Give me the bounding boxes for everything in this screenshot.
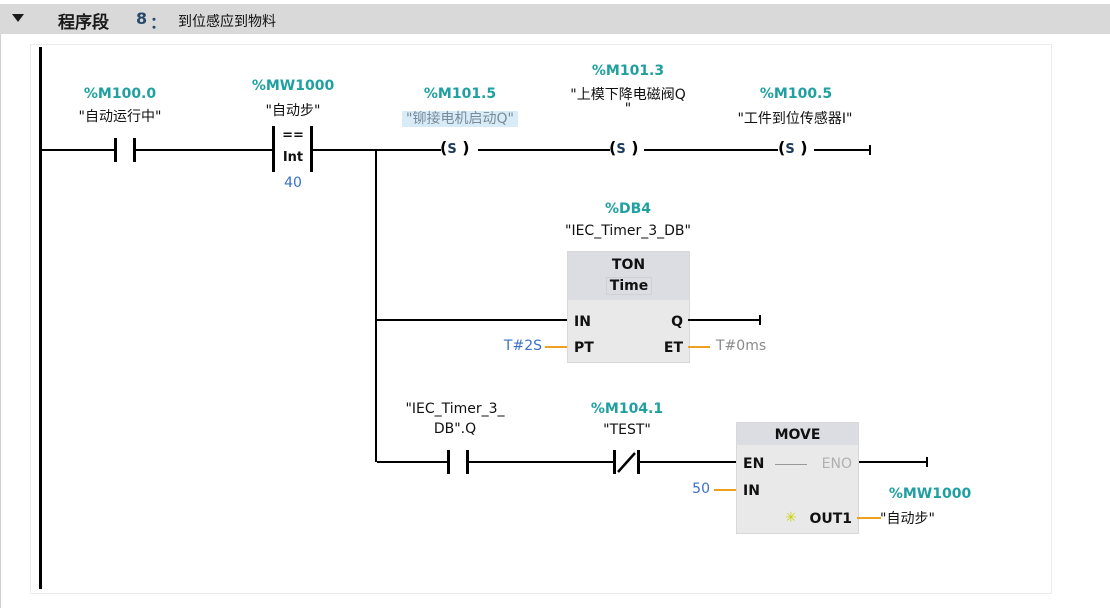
contact-no-symbol-cont: DB".Q <box>433 421 477 437</box>
timer-et-value[interactable]: T#0ms <box>716 338 767 354</box>
coil2-address: %M101.3 <box>591 63 665 79</box>
rung-end <box>926 457 928 467</box>
contact1-symbol: "自动运行中" <box>78 109 162 125</box>
nc-contact-icon[interactable] <box>613 450 641 474</box>
move-pin-eno: ENO <box>821 456 852 472</box>
in-wire <box>714 489 736 491</box>
move-title: MOVE <box>774 427 821 443</box>
no-contact-icon[interactable] <box>114 138 136 162</box>
coil1-symbol: "铆接电机启动Q" <box>380 108 540 128</box>
timer-type: TON <box>611 257 646 273</box>
wire <box>688 319 760 321</box>
collapse-triangle-icon[interactable] <box>12 14 24 22</box>
editor-border <box>0 34 1 608</box>
timer-pin-et: ET <box>663 340 683 356</box>
wire <box>814 149 870 151</box>
move-pin-in: IN <box>743 483 760 499</box>
move-block[interactable]: MOVE EN ENO IN ✳ OUT1 <box>736 422 859 534</box>
wire <box>42 149 116 151</box>
wire <box>134 149 274 151</box>
timer-datatype[interactable]: Time <box>606 277 652 295</box>
coil2-symbol-cont: " <box>624 101 632 117</box>
set-coil-icon[interactable]: (S ) <box>440 138 470 157</box>
pt-wire <box>545 346 567 348</box>
network-number: 8 <box>136 9 148 28</box>
branch-wire <box>375 150 377 462</box>
set-coil-icon[interactable]: (S ) <box>778 138 808 157</box>
move-pin-out1: OUT1 <box>809 511 852 527</box>
timer-pin-q: Q <box>671 314 683 330</box>
contact-nc-address: %M104.1 <box>590 401 664 417</box>
power-rail <box>39 47 42 589</box>
set-coil-icon[interactable]: (S ) <box>609 138 639 157</box>
coil2-symbol: "上模下降电磁阀Q <box>570 87 686 103</box>
wire <box>313 149 441 151</box>
coil3-symbol: "工件到位传感器I" <box>737 111 853 127</box>
en-eno-line <box>775 464 807 465</box>
contact1-address: %M100.0 <box>83 86 157 102</box>
move-out-symbol: "自动步" <box>880 511 935 527</box>
compare-symbol: "自动步" <box>265 103 321 119</box>
rung-end <box>759 315 761 325</box>
coil3-address: %M100.5 <box>759 86 833 102</box>
coil1-address: %M101.5 <box>423 86 497 102</box>
compare-type: Int <box>282 150 304 165</box>
compare-contact[interactable]: == Int <box>272 126 314 172</box>
move-pin-en: EN <box>743 456 765 472</box>
network-title[interactable]: 到位感应到物料 <box>178 14 276 30</box>
network-header[interactable]: 程序段 8 ： 到位感应到物料 <box>0 4 1110 34</box>
timer-pin-pt: PT <box>574 340 594 356</box>
timer-address: %DB4 <box>604 201 652 217</box>
wire <box>644 149 778 151</box>
move-in-value[interactable]: 50 <box>692 481 710 497</box>
wire <box>640 461 736 463</box>
contact-nc-symbol: "TEST" <box>603 422 651 438</box>
rung-end <box>869 145 871 155</box>
ton-timer-block[interactable]: TON Time IN PT Q ET <box>567 251 690 363</box>
timer-pt-value[interactable]: T#2S <box>503 338 542 354</box>
no-contact-icon[interactable] <box>447 450 469 474</box>
timer-instance: "IEC_Timer_3_DB" <box>565 223 691 239</box>
add-output-star-icon[interactable]: ✳ <box>785 510 797 526</box>
network-keyword: 程序段 <box>58 13 109 33</box>
contact-no-symbol: "IEC_Timer_3_ <box>405 401 505 417</box>
wire <box>857 461 927 463</box>
wire <box>377 461 447 463</box>
timer-pin-in: IN <box>574 314 591 330</box>
compare-address: %MW1000 <box>251 78 335 94</box>
compare-value[interactable]: 40 <box>284 175 302 191</box>
wire <box>468 461 614 463</box>
network-colon: ： <box>150 13 167 32</box>
et-wire <box>688 346 710 348</box>
wire <box>478 149 610 151</box>
compare-operator: == <box>282 128 304 143</box>
move-out-address: %MW1000 <box>888 486 972 502</box>
out-wire <box>857 517 881 519</box>
wire <box>377 319 567 321</box>
